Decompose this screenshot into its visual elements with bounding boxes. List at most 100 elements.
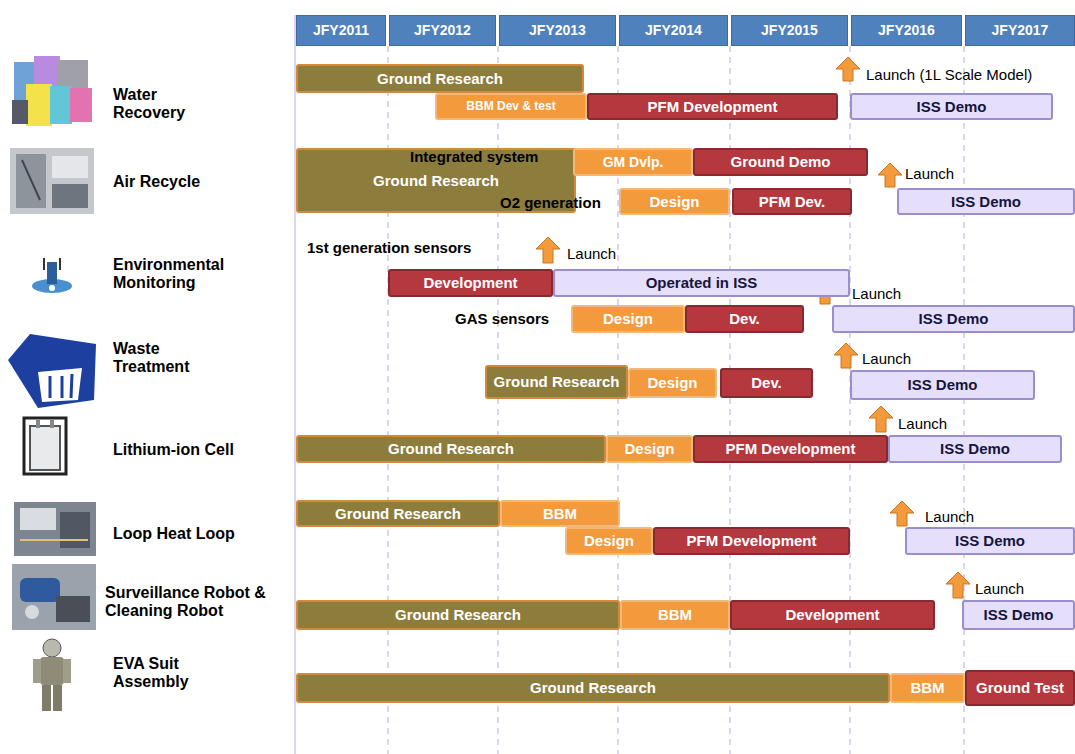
bar-text: JFY2013 xyxy=(529,23,586,38)
bar-text: Development xyxy=(785,607,879,623)
row-title: Air Recycle xyxy=(113,173,200,191)
iss-demo-bar: Operated in ISS xyxy=(553,269,850,297)
year-header: JFY2016 xyxy=(851,15,962,46)
eva-suit-icon xyxy=(33,639,71,711)
bar-text: ISS Demo xyxy=(918,311,988,327)
bar-text: ISS Demo xyxy=(907,377,977,393)
row-title: Loop Heat Loop xyxy=(113,525,235,543)
air-recycle-icon xyxy=(10,148,94,214)
development-bar: Development xyxy=(730,600,935,630)
bar-text: Operated in ISS xyxy=(646,275,758,291)
launch-label: Launch xyxy=(852,285,901,302)
development-bar: Ground Demo xyxy=(693,148,868,176)
development-bar: Development xyxy=(388,269,553,297)
launch-label: Launch (1L Scale Model) xyxy=(866,66,1032,83)
bar-text: ISS Demo xyxy=(916,99,986,115)
development-bar: Dev. xyxy=(685,305,804,333)
development-bar: Ground Test xyxy=(965,670,1075,706)
bar-text: Ground Research xyxy=(335,506,461,522)
launch-label: Launch xyxy=(567,245,616,262)
launch-label: Launch xyxy=(905,165,954,182)
bar-text: PFM Development xyxy=(647,99,777,115)
bar-text: JFY2015 xyxy=(761,23,818,38)
bar-text: Ground Test xyxy=(976,680,1064,696)
iss-demo-bar: ISS Demo xyxy=(888,435,1062,463)
bar-text: GM Dvlp. xyxy=(603,155,664,170)
bar-text: PFM Development xyxy=(686,533,816,549)
bar-text: Ground Research xyxy=(373,173,499,189)
iss-demo-bar: ISS Demo xyxy=(850,370,1035,400)
ground-research-bar: Ground Research xyxy=(296,435,606,463)
year-header: JFY2014 xyxy=(619,15,728,46)
iss-demo-bar: ISS Demo xyxy=(905,527,1075,555)
design-bar: BBM Dev & test xyxy=(435,93,587,120)
launch-label: Launch xyxy=(925,508,974,525)
bar-text: Ground Research xyxy=(395,607,521,623)
ground-research-bar: Ground Research xyxy=(296,64,584,93)
iss-demo-bar: ISS Demo xyxy=(850,93,1053,120)
iss-demo-bar: ISS Demo xyxy=(962,600,1075,630)
design-bar: Design xyxy=(606,435,693,463)
year-header: JFY2017 xyxy=(965,15,1075,46)
bar-text: Design xyxy=(647,375,697,391)
bar-text: JFY2014 xyxy=(645,23,702,38)
bar-text: Design xyxy=(649,194,699,210)
bar-text: ISS Demo xyxy=(951,194,1021,210)
bar-text: Ground Research xyxy=(530,680,656,696)
design-bar: GM Dvlp. xyxy=(573,148,693,176)
loop-heat-pipe-icon xyxy=(14,502,96,556)
water-recovery-icon xyxy=(12,56,92,126)
year-header: JFY2011 xyxy=(296,15,386,46)
year-header: JFY2015 xyxy=(731,15,848,46)
bar-text: ISS Demo xyxy=(983,607,1053,623)
waste-treatment-icon xyxy=(8,334,96,408)
bar-text: BBM Dev & test xyxy=(466,100,555,113)
bar-text: BBM xyxy=(910,680,944,696)
bar-text: ISS Demo xyxy=(940,441,1010,457)
bar-text: Design xyxy=(584,533,634,549)
row-title: Water Recovery xyxy=(113,86,223,122)
launch-label: Launch xyxy=(975,580,1024,597)
bar-text: Ground Demo xyxy=(731,154,831,170)
development-bar: PFM Dev. xyxy=(732,188,852,215)
row-title: EVA Suit Assembly xyxy=(113,655,223,691)
ground-research-bar: Ground Research xyxy=(485,365,628,399)
bar-text: Ground Research xyxy=(494,374,620,390)
ground-research-bar: Ground Research xyxy=(296,673,890,703)
sub-item-label: Integrated system xyxy=(410,148,538,165)
development-bar: PFM Development xyxy=(587,93,838,120)
design-bar: Design xyxy=(619,188,730,215)
row-title: Surveillance Robot & Cleaning Robot xyxy=(105,584,295,620)
sub-item-label: 1st generation sensors xyxy=(307,239,471,256)
bar-text: JFY2012 xyxy=(414,23,471,38)
design-bar: BBM xyxy=(500,500,620,527)
development-bar: Dev. xyxy=(720,368,813,398)
design-bar: Design xyxy=(628,368,717,398)
year-header: JFY2013 xyxy=(499,15,616,46)
bar-text: PFM Development xyxy=(725,441,855,457)
environmental-monitoring-icon xyxy=(32,258,72,293)
bar-text: JFY2016 xyxy=(878,23,935,38)
robot-icon xyxy=(12,564,96,630)
design-bar: Design xyxy=(571,305,685,333)
sub-item-label: O2 generation xyxy=(500,194,601,211)
design-bar: BBM xyxy=(620,600,730,630)
row-title: Environmental Monitoring xyxy=(113,256,263,292)
design-bar: Design xyxy=(565,527,653,555)
bar-text: Ground Research xyxy=(377,71,503,87)
bar-text: Dev. xyxy=(751,375,782,391)
development-bar: PFM Development xyxy=(693,435,888,463)
bar-text: Design xyxy=(603,311,653,327)
ground-research-bar: Ground Research xyxy=(296,500,500,527)
bar-text: Design xyxy=(624,441,674,457)
launch-label: Launch xyxy=(862,350,911,367)
launch-label: Launch xyxy=(898,415,947,432)
sub-item-label: GAS sensors xyxy=(455,310,549,327)
lithium-ion-cell-icon xyxy=(24,418,66,474)
ground-research-bar: Ground Research xyxy=(296,600,620,630)
iss-demo-bar: ISS Demo xyxy=(897,188,1075,215)
bar-text: BBM xyxy=(543,506,577,522)
iss-demo-bar: ISS Demo xyxy=(832,305,1075,333)
development-bar: PFM Development xyxy=(653,527,850,555)
